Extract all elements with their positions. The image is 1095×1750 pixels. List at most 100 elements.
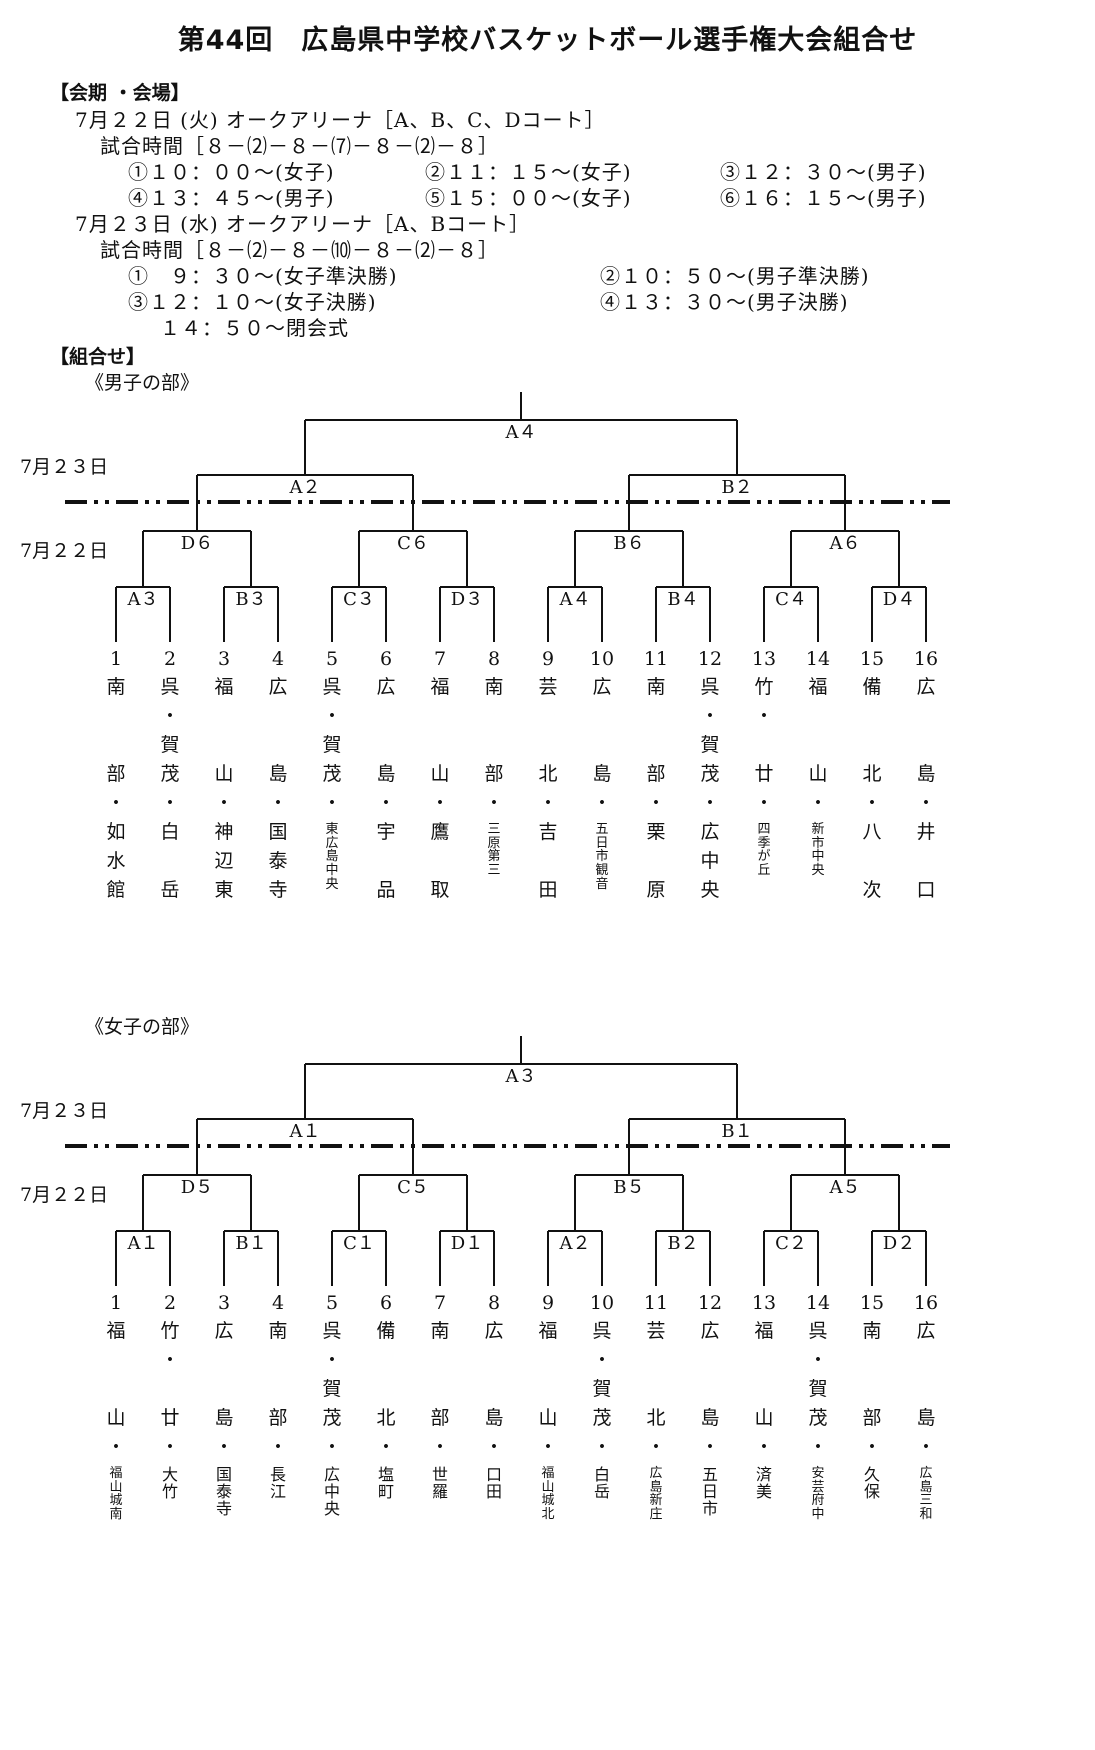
team-name-char: 賀	[808, 1378, 828, 1400]
team-name-char	[913, 1380, 939, 1409]
team-name-char: 神	[214, 821, 234, 843]
team-name-char: ・	[916, 1436, 936, 1458]
team-name-char: 福	[808, 676, 828, 698]
team-name-char: 安芸府中	[811, 1466, 825, 1522]
team-name-char: 島	[916, 763, 936, 785]
girls-seed-number: 5	[325, 1292, 339, 1314]
team-name-char: 茂	[322, 763, 342, 785]
team-name-char: 如	[106, 821, 126, 843]
team-name-char: 呉	[808, 1320, 828, 1342]
boys-team-name: 広 島・宇 品	[373, 678, 399, 910]
team-name-char: 備	[862, 676, 882, 698]
girls-team-name: 竹・ 廿・大竹	[157, 1322, 183, 1531]
day1-time-format: 試合時間［８－⑵－８－⑺－８－⑵－８］	[100, 134, 499, 158]
team-name-char	[913, 736, 939, 765]
team-name-char	[103, 707, 129, 736]
team-name-char: 島	[916, 1407, 936, 1429]
team-name-char: 吉	[538, 821, 558, 843]
team-name-char: 賀	[592, 1378, 612, 1400]
team-name-char	[859, 1380, 885, 1409]
team-name-char: ・	[484, 792, 504, 814]
closing-ceremony: １４：５０～閉会式	[160, 316, 349, 340]
team-name-char: 部	[646, 763, 666, 785]
girls-team-name: 福 山・福山城南	[103, 1322, 129, 1551]
team-name-char	[805, 736, 831, 765]
team-name-char	[211, 707, 237, 736]
team-name-char	[427, 736, 453, 765]
girls-team-name: 福 山・福山城北	[535, 1322, 561, 1551]
team-name-char	[913, 852, 939, 881]
team-name-char: 竹	[754, 676, 774, 698]
team-name-char: ・	[430, 1436, 450, 1458]
team-name-char	[859, 1351, 885, 1380]
boys-r1-court-label: B３	[235, 589, 266, 610]
boys-r1-court-label: A３	[127, 589, 159, 610]
girls-r1-court-label: D２	[883, 1233, 915, 1254]
boys-team-name: 備 北・八 次	[859, 678, 885, 910]
girls-r1-court-label: D１	[451, 1233, 483, 1254]
girls-seed-number: 2	[163, 1292, 177, 1314]
girls-qf-court-label: A５	[829, 1177, 861, 1198]
team-name-char: 島	[214, 1407, 234, 1429]
team-name-char: 山	[430, 763, 450, 785]
girls-team-name: 南 部・世羅	[427, 1322, 453, 1531]
girls-team-name: 南 部・長江	[265, 1322, 291, 1531]
team-name-char: ・	[862, 1436, 882, 1458]
team-name-char	[103, 736, 129, 765]
team-name-char: 原	[646, 879, 666, 901]
team-name-char: 賀	[322, 734, 342, 756]
boys-team-name: 呉・賀茂・東広島中央	[319, 678, 345, 965]
boys-r1-court-label: D３	[451, 589, 483, 610]
team-name-char	[643, 852, 669, 881]
team-name-char: ・	[322, 705, 342, 727]
team-name-char: 北	[646, 1407, 666, 1429]
boys-date-final: 7月２３日	[20, 456, 109, 478]
boys-seed-number: 11	[643, 648, 669, 670]
girls-date-first: 7月２２日	[20, 1184, 109, 1206]
team-name-char	[157, 1380, 183, 1409]
day1-game-3: ③１２：３０～(男子)	[720, 160, 927, 184]
boys-r1-court-label: C４	[775, 589, 807, 610]
team-name-char: ・	[700, 792, 720, 814]
boys-qf-court-label: C６	[397, 533, 429, 554]
team-name-char: 白	[160, 821, 180, 843]
team-name-char: 辺	[214, 850, 234, 872]
girls-r1-court-label: C１	[343, 1233, 375, 1254]
team-name-char: 泰	[268, 850, 288, 872]
team-name-char: 部	[430, 1407, 450, 1429]
boys-team-name: 芸 北・吉 田	[535, 678, 561, 910]
team-name-char	[481, 707, 507, 736]
day1-venue: 7月２２日 (火) オークアリーナ［A、B、C、Dコート］	[75, 108, 606, 132]
team-name-char: ・	[376, 792, 396, 814]
team-name-char: 南	[862, 1320, 882, 1342]
team-name-char: ・	[376, 1436, 396, 1458]
girls-seed-number: 3	[217, 1292, 231, 1314]
team-name-char	[373, 707, 399, 736]
team-name-char	[805, 936, 831, 965]
team-name-char: 山	[754, 1407, 774, 1429]
team-name-char: 国	[268, 821, 288, 843]
boys-seed-number: 9	[541, 648, 555, 670]
team-name-char: 南	[484, 676, 504, 698]
team-name-char: 四季が丘	[757, 822, 771, 878]
team-name-char: ・	[592, 1436, 612, 1458]
team-name-char: 世羅	[431, 1465, 448, 1501]
team-name-char	[373, 1380, 399, 1409]
team-name-char: 岳	[160, 879, 180, 901]
team-name-char: ・	[862, 792, 882, 814]
boys-seed-number: 3	[217, 648, 231, 670]
boys-team-name: 南 部・如水館	[103, 678, 129, 910]
girls-team-name: 備 北・塩町	[373, 1322, 399, 1531]
team-name-char: 福	[106, 1320, 126, 1342]
boys-r1-court-label: C３	[343, 589, 375, 610]
team-name-char: 福	[430, 676, 450, 698]
team-name-char	[211, 1351, 237, 1380]
boys-seed-number: 14	[805, 648, 831, 670]
team-name-char: 新市中央	[811, 822, 825, 878]
boys-r1-court-label: D４	[883, 589, 915, 610]
team-name-char: 北	[538, 763, 558, 785]
team-name-char	[481, 1380, 507, 1409]
team-name-char	[265, 736, 291, 765]
